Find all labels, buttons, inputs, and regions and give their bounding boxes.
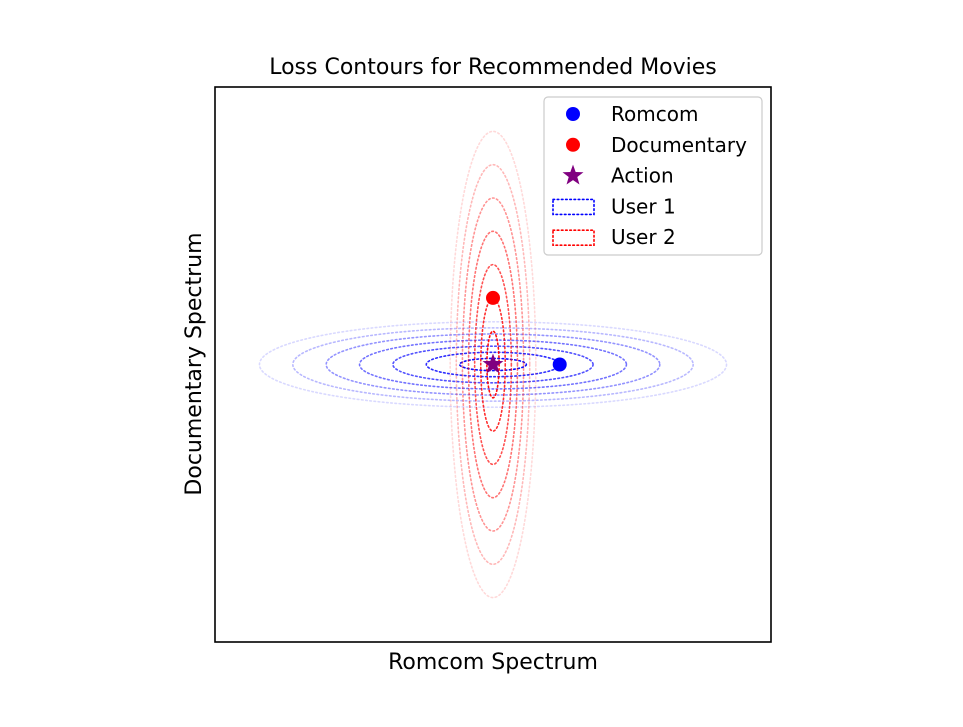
contour-ellipse — [292, 327, 694, 402]
contour-ellipse — [473, 263, 513, 466]
legend-label: Romcom — [611, 102, 698, 126]
legend-swatch — [552, 229, 595, 246]
legend-marker — [566, 137, 580, 152]
point-marker — [482, 353, 504, 374]
legend-marker — [562, 164, 584, 185]
y-axis-label: Documentary Spectrum — [182, 232, 207, 495]
contour-group-1 — [258, 320, 728, 409]
contour-ellipse — [392, 345, 594, 384]
legend-label: Action — [611, 164, 674, 188]
legend-label: User 1 — [611, 194, 676, 218]
chart-title: Loss Contours for Recommended Movies — [269, 55, 717, 80]
legend-swatch — [552, 198, 595, 216]
contour-ellipse — [258, 320, 728, 409]
contour-ellipse — [486, 330, 500, 399]
x-axis-label: Romcom Spectrum — [388, 650, 598, 675]
point-marker — [552, 357, 567, 372]
contour-ellipse — [455, 163, 531, 566]
points-layer — [482, 290, 567, 374]
plot-frame — [214, 86, 772, 643]
point-marker — [486, 290, 500, 305]
contour-ellipse — [449, 130, 537, 599]
contour-ellipse — [467, 230, 519, 499]
contour-ellipse — [325, 333, 661, 396]
contour-ellipse — [461, 197, 525, 532]
legend-box — [543, 96, 763, 256]
contour-ellipse — [358, 339, 628, 390]
legend-label: User 2 — [611, 225, 676, 249]
legend-label: Documentary — [611, 133, 747, 157]
legend-marker — [566, 107, 580, 121]
